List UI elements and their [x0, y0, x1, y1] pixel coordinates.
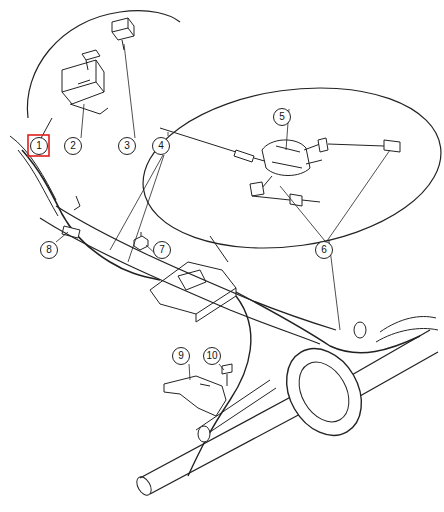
- callout-number: 3: [118, 137, 136, 155]
- clip-nut: [112, 18, 134, 50]
- callout-number: 8: [40, 241, 58, 259]
- body-rail: [10, 136, 56, 200]
- body-rail: [18, 150, 58, 216]
- highlight-frame: [28, 135, 49, 156]
- callout-number: 7: [153, 241, 171, 259]
- callout-number: 5: [273, 108, 291, 126]
- frame-rail: [40, 218, 320, 344]
- frame-rail: [56, 206, 336, 330]
- mounting-bracket: [164, 376, 226, 416]
- callout-number: 9: [172, 347, 190, 365]
- rear-cable: [236, 292, 420, 353]
- callout-number: 1: [30, 137, 48, 155]
- callout-number: 2: [64, 137, 82, 155]
- callout-number: 4: [152, 137, 170, 155]
- equalizer-bracket: [150, 262, 236, 322]
- front-cable: [22, 150, 160, 280]
- callout-number: 10: [203, 347, 221, 365]
- clip-stud: [74, 196, 80, 210]
- bolt: [82, 50, 100, 70]
- detail-ellipse: [133, 70, 444, 266]
- detail-pointer: [210, 236, 228, 262]
- callout-number: 6: [315, 241, 333, 259]
- rear-axle: [134, 317, 438, 498]
- cable-bracket: [62, 60, 108, 114]
- bolt: [222, 364, 232, 386]
- cable-equalizer: [160, 128, 400, 206]
- detail-circle: [27, 11, 180, 118]
- leader-lines: [56, 44, 390, 380]
